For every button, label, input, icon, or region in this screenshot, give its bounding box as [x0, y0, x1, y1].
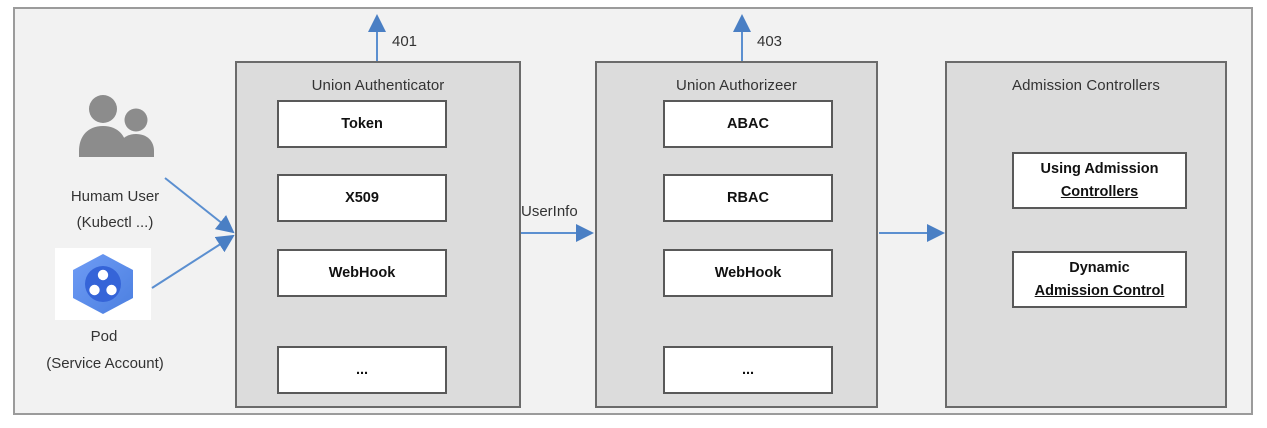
panel-union-authenticator-title: Union Authenticator	[311, 77, 445, 94]
item-box-authn-more-label: ...	[355, 361, 369, 378]
pod-label-line1: Pod	[90, 328, 118, 345]
human-user-label-line2: (Kubectl ...)	[76, 214, 154, 231]
item-box-using-admission-controllers-line2: Controllers	[1060, 183, 1139, 200]
item-box-token-label: Token	[341, 115, 383, 132]
item-box-authz-webhook[interactable]: WebHook	[663, 249, 833, 297]
human-user-label-line1: Humam User	[70, 188, 160, 205]
item-box-dynamic-admission-control-line2: Admission Control	[1034, 282, 1165, 299]
panel-union-authorizer-title: Union Authorizeer	[676, 77, 797, 94]
pod-label-line2: (Service Account)	[46, 355, 164, 372]
item-box-dynamic-admission-control[interactable]: Dynamic Admission Control	[1012, 251, 1187, 308]
item-box-authn-more[interactable]: ...	[277, 346, 447, 394]
panel-admission-controllers[interactable]: Admission Controllers	[945, 61, 1227, 408]
item-box-dynamic-admission-control-line1: Dynamic	[1069, 260, 1130, 277]
item-box-abac-label: ABAC	[727, 115, 769, 132]
item-box-abac[interactable]: ABAC	[663, 100, 833, 148]
item-box-rbac-label: RBAC	[727, 189, 769, 206]
item-box-token[interactable]: Token	[277, 100, 447, 148]
item-box-using-admission-controllers[interactable]: Using Admission Controllers	[1012, 152, 1187, 209]
item-box-x509[interactable]: X509	[277, 174, 447, 222]
kubernetes-pod-icon	[73, 254, 133, 314]
item-box-x509-label: X509	[345, 189, 379, 206]
item-box-authz-webhook-label: WebHook	[714, 264, 782, 281]
item-box-authz-more-label: ...	[741, 361, 755, 378]
item-box-authz-more[interactable]: ...	[663, 346, 833, 394]
item-box-authn-webhook-label: WebHook	[328, 264, 396, 281]
edge-label-403: 403	[757, 33, 783, 50]
item-box-authn-webhook[interactable]: WebHook	[277, 249, 447, 297]
edge-label-401: 401	[392, 33, 418, 50]
item-box-using-admission-controllers-line1: Using Admission	[1040, 161, 1159, 178]
pod-icon-background	[55, 248, 151, 320]
users-icon	[79, 95, 154, 157]
panel-admission-controllers-title: Admission Controllers	[1012, 77, 1160, 94]
edge-label-userinfo: UserInfo	[521, 203, 578, 220]
item-box-rbac[interactable]: RBAC	[663, 174, 833, 222]
